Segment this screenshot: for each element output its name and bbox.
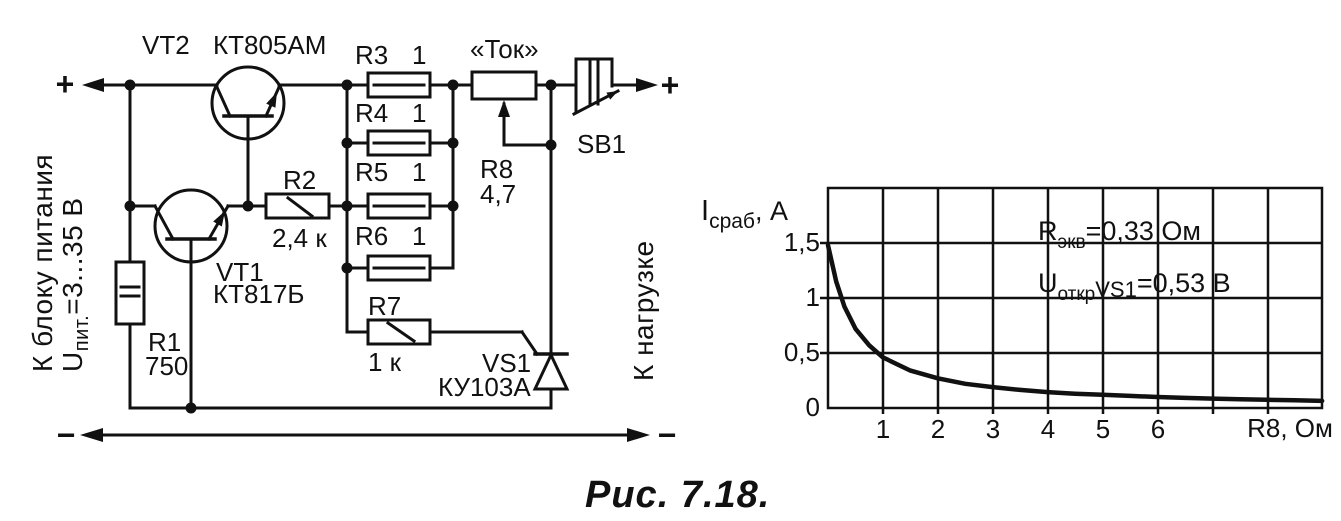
sb1-blade-arrow [606, 91, 618, 100]
ytick-15: 1,5 [784, 227, 820, 257]
iv-curve [825, 242, 1325, 404]
ytick-0: 0 [806, 392, 820, 422]
vt1-emitter-arrow [213, 211, 225, 227]
xtick-5: 5 [1096, 414, 1110, 444]
terminal-arrows [80, 78, 658, 442]
minus-left-arrow [80, 428, 103, 442]
vt2-ref-label: VT2 [142, 30, 190, 60]
xtick-1: 1 [876, 414, 890, 444]
xtick-4: 4 [1041, 414, 1055, 444]
figure-caption: Рис. 7.18. [585, 474, 770, 516]
vt1-transistor-symbol [152, 188, 231, 264]
minus-out-sign: − [658, 417, 677, 453]
annotation-u-otkr: UоткрVS1=0,53 В [1038, 268, 1231, 305]
minus-right-arrow [627, 428, 650, 442]
r2-resistor-symbol [264, 192, 331, 220]
r3-ref-label: R3 [355, 40, 388, 70]
load-label: К нагрузке [628, 240, 659, 381]
vt1-part-label: КТ817Б [213, 279, 304, 309]
r7-value-label: 1 к [368, 347, 402, 377]
r1-ref-label: R1 [148, 327, 181, 357]
r5-ref-label: R5 [355, 157, 388, 187]
vt2-transistor-symbol [210, 65, 286, 141]
r4-ref-label: R4 [355, 98, 388, 128]
vt1-ref-label: VT1 [216, 257, 264, 287]
r1-value-label: 750 [145, 351, 188, 381]
power-source-label: К блоку питания [27, 154, 58, 372]
sb1-button-symbol [571, 57, 621, 117]
ytick-05: 0,5 [784, 337, 820, 367]
circuit-diagram: VT2 КТ805АМ VT1 КТ817Б R1 750 R2 2,4 к R… [27, 30, 679, 453]
r8-knob-label: «Ток» [470, 34, 539, 64]
r3-value-label: 1 [412, 40, 426, 70]
xtick-6: 6 [1151, 414, 1165, 444]
minus-in-sign: − [57, 417, 76, 453]
annotation-r-ekv: Rэкв=0,33 Ом [1038, 216, 1201, 253]
r8-potentiometer-symbol [470, 70, 538, 117]
output-plus-arrow [636, 78, 658, 92]
supply-voltage-label: Uпит.=3...35 В [57, 197, 93, 372]
r2-value-label: 2,4 к [272, 223, 327, 253]
vs1-ref-label: VS1 [482, 348, 531, 378]
iv-chart: Iсраб, А 0 0,5 1 1,5 1 2 3 4 5 6 R8, Ом … [701, 186, 1333, 444]
vs1-thyristor-symbol [532, 351, 570, 391]
plus-in-sign: + [56, 66, 75, 102]
xtick-2: 2 [931, 414, 945, 444]
junction-dots [124, 79, 557, 414]
vt2-emitter-arrow [266, 92, 277, 108]
ytick-1: 1 [806, 282, 820, 312]
r6-resistor-symbol [366, 254, 432, 282]
chart-xlabel: R8, Ом [1247, 413, 1333, 443]
r2-ref-label: R2 [283, 165, 316, 195]
r5-value-label: 1 [412, 157, 426, 187]
r7-ref-label: R7 [368, 291, 401, 321]
chart-grid [820, 186, 1324, 414]
r8-value-label: 4,7 [480, 179, 516, 209]
r8-wiper-arrow [498, 100, 510, 117]
r7-resistor-symbol [366, 318, 432, 346]
r4-value-label: 1 [412, 98, 426, 128]
plus-out-sign: + [661, 67, 680, 103]
xtick-3: 3 [986, 414, 1000, 444]
vt2-part-label: КТ805АМ [213, 30, 326, 60]
r1-resistor-symbol [114, 260, 146, 326]
r4-resistor-symbol [366, 129, 432, 157]
input-plus-arrow [82, 78, 104, 92]
r6-value-label: 1 [412, 221, 426, 251]
sb1-ref-label: SB1 [577, 129, 626, 159]
r6-ref-label: R6 [355, 221, 388, 251]
r8-ref-label: R8 [480, 154, 513, 184]
r3-resistor-symbol [366, 71, 432, 99]
chart-ylabel: Iсраб, А [701, 195, 788, 233]
r5-resistor-symbol [366, 192, 432, 220]
vs1-part-label: КУ103А [438, 372, 531, 402]
